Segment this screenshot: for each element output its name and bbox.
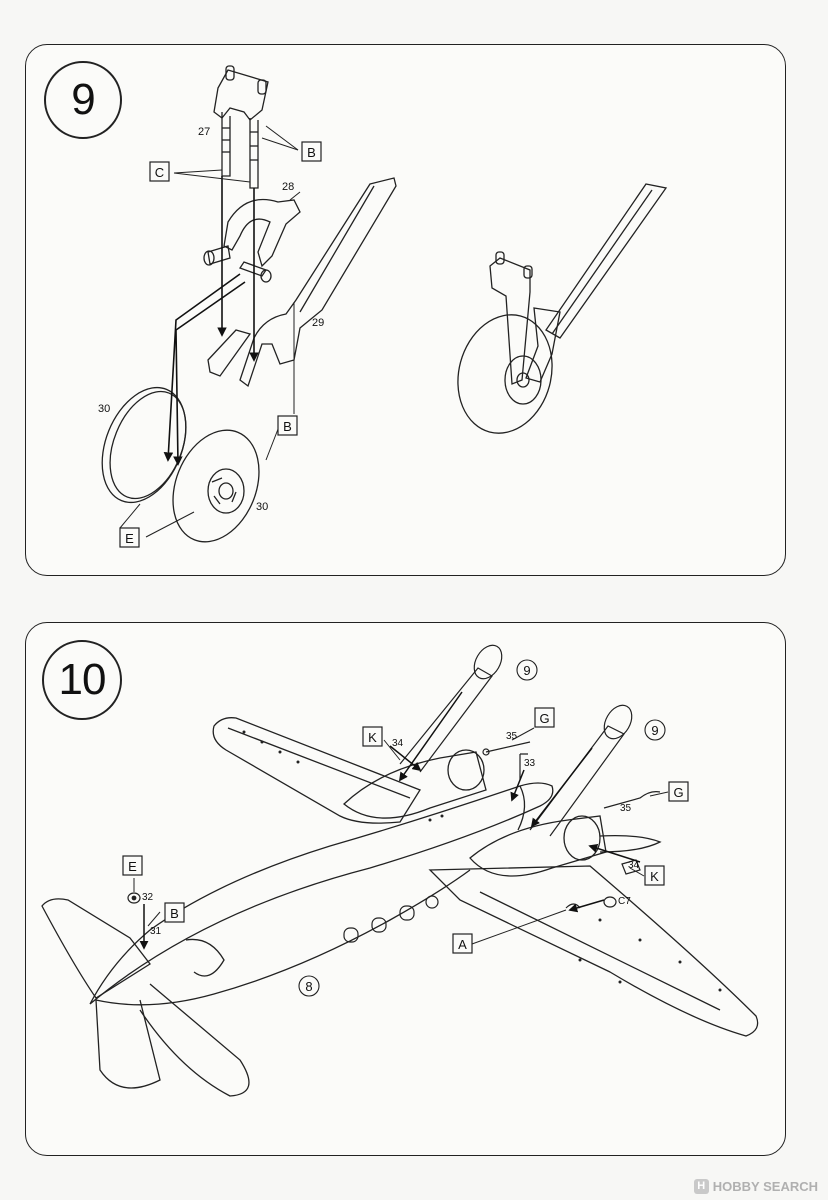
sprue-label-b-top-box xyxy=(301,141,322,162)
part-28-fork xyxy=(203,198,301,283)
part-number-35-right: 35 xyxy=(620,803,632,814)
sprue-label-b-bottom: B xyxy=(283,419,292,434)
sprue-label-a: A xyxy=(458,937,467,952)
sprue-label-b-bottom-box xyxy=(277,415,298,436)
sprue-label-c-box xyxy=(149,161,170,182)
step-9-leader-lines xyxy=(119,125,301,538)
watermark-logo-icon: H xyxy=(693,1179,709,1194)
part-29-strut-leg xyxy=(207,177,397,388)
part-number-35-top: 35 xyxy=(506,731,518,742)
step-10-detail-parts xyxy=(127,741,661,909)
sprue-label-b-10: B xyxy=(170,906,179,921)
part-number-29: 29 xyxy=(312,317,324,329)
part-number-30-right: 30 xyxy=(256,501,268,513)
step-9-number: 9 xyxy=(44,61,122,139)
ref-step-9-top: 9 xyxy=(523,663,530,678)
sprue-label-a-box xyxy=(452,933,473,954)
part-30-wheel-halves xyxy=(101,386,260,543)
sprue-label-g-top: G xyxy=(539,711,549,726)
step-10-leader-lines xyxy=(133,727,669,945)
watermark-text: HOBBY SEARCH xyxy=(712,1179,818,1194)
ref-step-9-circle-right xyxy=(644,719,666,741)
part-number-30-left: 30 xyxy=(98,403,110,415)
aircraft-rivet-dots xyxy=(242,730,722,992)
part-27-strut-fork xyxy=(213,65,269,189)
step-9-assembled-gear xyxy=(457,183,668,434)
ref-step-9-circle-top xyxy=(516,659,538,681)
aircraft-nacelles xyxy=(343,749,662,877)
part-number-34-right: 34 xyxy=(628,860,640,871)
part-number-31: 31 xyxy=(150,926,162,937)
aircraft-landing-gear-left xyxy=(399,644,503,773)
sprue-label-e-10: E xyxy=(128,859,137,874)
step-10-assembly-arrows xyxy=(139,691,641,950)
part-number-34-left: 34 xyxy=(392,738,404,749)
sprue-label-g-right: G xyxy=(673,785,683,800)
sprue-label-g-right-box xyxy=(668,781,689,802)
part-number-32: 32 xyxy=(142,892,154,903)
part-number-28: 28 xyxy=(282,181,294,193)
step-10-panel xyxy=(25,622,786,1156)
aircraft-wing-left xyxy=(212,717,421,824)
sprue-label-e: E xyxy=(125,531,134,546)
aircraft-cockpit-windows xyxy=(343,895,439,943)
part-number-c7: C7 xyxy=(618,896,631,907)
sprue-label-b-box-10 xyxy=(164,902,185,923)
watermark: H HOBBY SEARCH xyxy=(693,1179,818,1194)
sprue-label-k-right: K xyxy=(650,869,659,884)
part-number-33: 33 xyxy=(524,758,536,769)
sprue-label-k-right-box xyxy=(644,865,665,886)
sprue-label-b-top: B xyxy=(307,145,316,160)
aircraft-tail xyxy=(41,898,250,1097)
step-9-assembly-arrows xyxy=(163,176,259,466)
step-9-panel xyxy=(25,44,786,576)
sprue-label-k-left: K xyxy=(368,730,377,745)
ref-step-8: 8 xyxy=(305,979,312,994)
ref-step-8-circle xyxy=(298,975,320,997)
sprue-label-c: C xyxy=(155,165,164,180)
ref-step-9-right: 9 xyxy=(651,723,658,738)
sprue-label-e-box-10 xyxy=(122,855,143,876)
part-number-27: 27 xyxy=(198,126,210,138)
sprue-label-g-top-box xyxy=(534,707,555,728)
sprue-label-e-box xyxy=(119,527,140,548)
sprue-label-k-left-box xyxy=(362,726,383,747)
aircraft-wing-right xyxy=(428,865,759,1037)
step-10-number: 10 xyxy=(42,640,122,720)
